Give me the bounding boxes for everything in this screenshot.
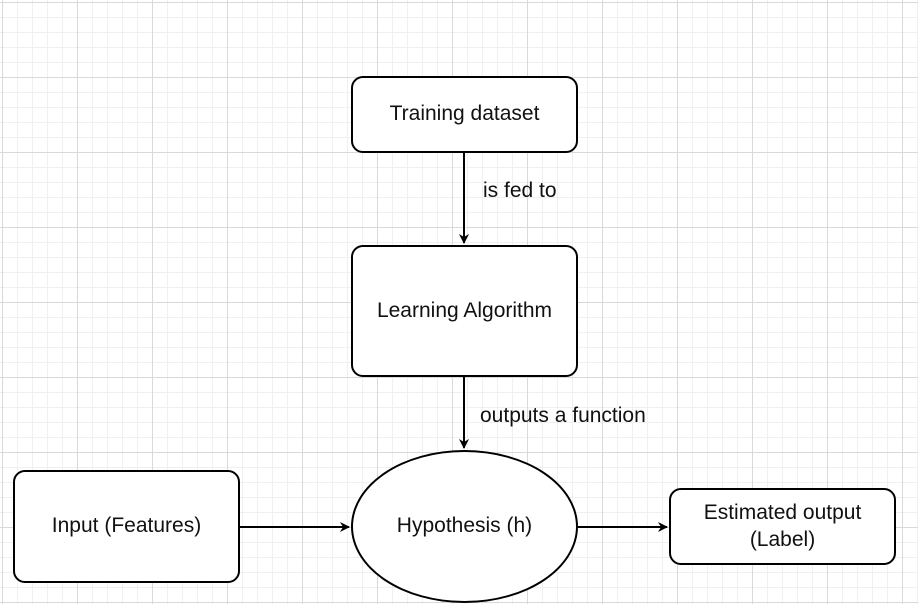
edge-label-outputs-a-function: outputs a function bbox=[480, 404, 646, 427]
node-hypothesis[interactable]: Hypothesis (h) bbox=[351, 450, 578, 603]
node-estimated-output[interactable]: Estimated output (Label) bbox=[669, 488, 896, 565]
node-training-dataset[interactable]: Training dataset bbox=[351, 76, 578, 153]
node-hypothesis-label: Hypothesis (h) bbox=[396, 514, 533, 538]
edge-label-is-fed-to: is fed to bbox=[483, 179, 557, 202]
node-estimated-output-label-line1: Estimated output bbox=[703, 501, 862, 525]
node-training-dataset-label: Training dataset bbox=[389, 102, 540, 126]
node-input-features[interactable]: Input (Features) bbox=[13, 470, 240, 583]
node-estimated-output-label: Estimated output (Label) bbox=[704, 500, 862, 553]
node-learning-algorithm[interactable]: Learning Algorithm bbox=[351, 245, 578, 377]
node-estimated-output-label-line2: (Label) bbox=[749, 527, 816, 551]
node-input-features-label: Input (Features) bbox=[51, 514, 202, 538]
node-learning-algorithm-label: Learning Algorithm bbox=[376, 298, 553, 322]
